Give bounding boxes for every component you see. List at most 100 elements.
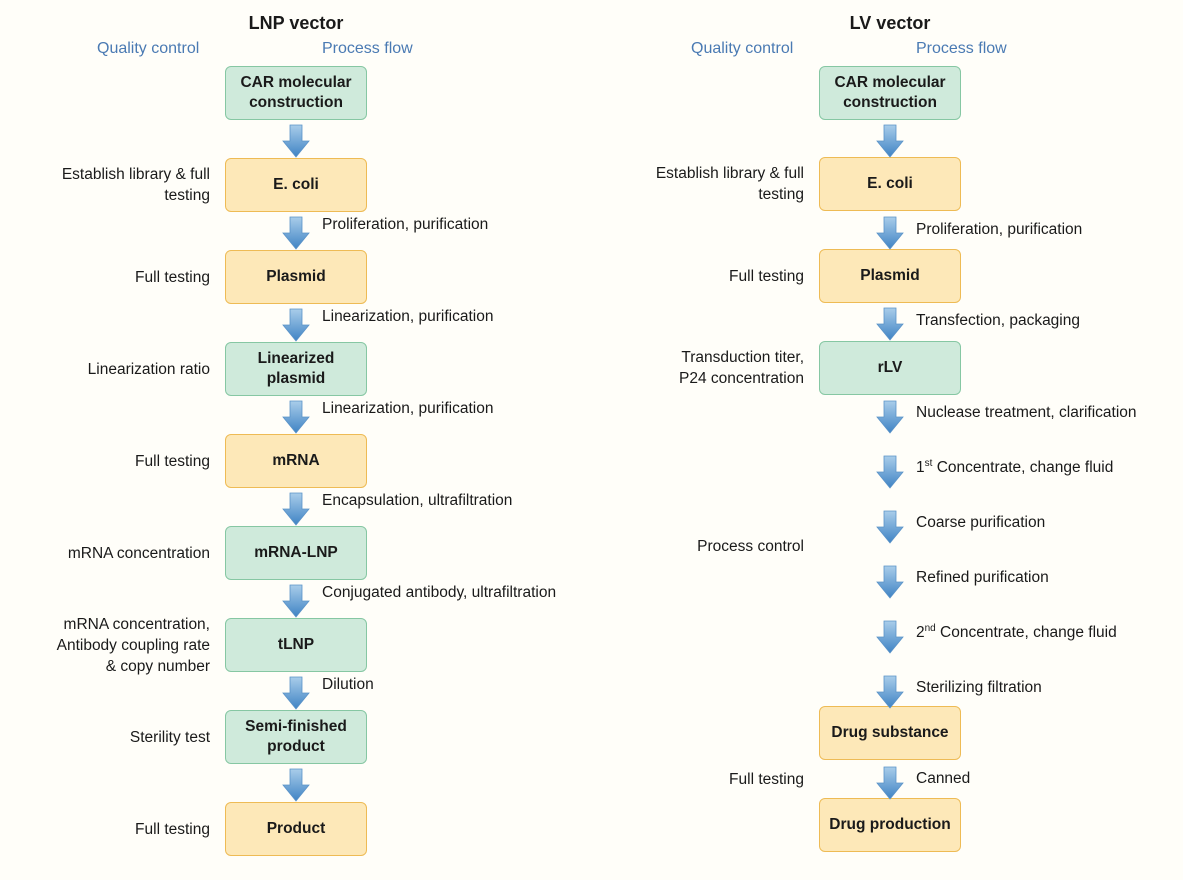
lv-arrow-5 bbox=[876, 510, 904, 544]
down-arrow-icon bbox=[282, 308, 310, 342]
text-line: Sterility test bbox=[129, 728, 210, 746]
lv-arrow-8 bbox=[876, 675, 904, 709]
lnp-qc-3: Full testing bbox=[10, 434, 210, 488]
lv-step-2: Transfection, packaging bbox=[916, 311, 1080, 331]
lnp-step-5: Conjugated antibody, ultrafiltration bbox=[322, 584, 557, 601]
lv-arrow-7 bbox=[876, 620, 904, 654]
step-text: Refined purification bbox=[916, 569, 1049, 586]
lnp-qc-5: mRNA concentration,Antibody coupling rat… bbox=[10, 616, 210, 675]
lnp-qc-7: Full testing bbox=[10, 802, 210, 856]
lnp-arrow-6 bbox=[282, 676, 310, 710]
lnp-box-2: Plasmid bbox=[225, 250, 367, 304]
step-ordinal: st bbox=[924, 457, 933, 469]
lv-qc-header: Quality control bbox=[691, 40, 794, 57]
lnp-box-2-label: Plasmid bbox=[266, 267, 325, 287]
lnp-title: LNP vector bbox=[248, 13, 344, 33]
lv-title: LV vector bbox=[849, 13, 931, 33]
lnp-step-4: Encapsulation, ultrafiltration bbox=[322, 492, 513, 509]
lv-box-1: E. coli bbox=[819, 157, 961, 211]
step-text: 1 bbox=[916, 459, 925, 476]
lnp-arrow-7 bbox=[282, 768, 310, 802]
text-line: testing bbox=[164, 187, 210, 204]
lv-box-2: Plasmid bbox=[819, 249, 961, 303]
lv-arrow-3 bbox=[876, 400, 904, 434]
lnp-arrow-4 bbox=[282, 492, 310, 526]
text-line: testing bbox=[758, 186, 804, 203]
label-line: construction bbox=[249, 94, 343, 111]
down-arrow-icon bbox=[876, 620, 904, 654]
lv-qc-3: Process control bbox=[604, 519, 804, 573]
lnp-box-1-label: E. coli bbox=[273, 175, 319, 195]
down-arrow-icon bbox=[282, 216, 310, 250]
lv-box-4: Drug substance bbox=[819, 706, 961, 760]
step-text: Sterilizing filtration bbox=[916, 679, 1042, 696]
step-text: Coarse purification bbox=[916, 514, 1046, 531]
lv-arrow-2 bbox=[876, 307, 904, 341]
lnp-box-7-label: Semi-finished product bbox=[245, 717, 347, 757]
down-arrow-icon bbox=[876, 307, 904, 341]
lnp-box-7: Semi-finished product bbox=[225, 710, 367, 764]
lv-step-9: Canned bbox=[916, 769, 970, 789]
lv-qc-1: Full testing bbox=[604, 249, 804, 303]
lv-qc-2: Transduction titer,P24 concentration bbox=[604, 341, 804, 395]
label-line: Linearized bbox=[257, 350, 335, 367]
down-arrow-icon bbox=[876, 766, 904, 800]
lnp-qc-4: mRNA concentration bbox=[10, 526, 210, 580]
lv-box-4-label: Drug substance bbox=[831, 723, 948, 743]
text-line: Full testing bbox=[135, 820, 210, 838]
lnp-qc-0: Establish library & full testing bbox=[10, 158, 210, 212]
down-arrow-icon bbox=[282, 124, 310, 158]
step-text: Proliferation, purification bbox=[916, 221, 1083, 238]
down-arrow-icon bbox=[876, 565, 904, 599]
label-line: E. coli bbox=[867, 175, 913, 192]
down-arrow-icon bbox=[876, 675, 904, 709]
label-line: product bbox=[267, 738, 325, 755]
down-arrow-icon bbox=[282, 768, 310, 802]
text-line: & copy number bbox=[105, 657, 210, 675]
label-line: plasmid bbox=[266, 370, 326, 387]
lnp-arrow-1 bbox=[282, 216, 310, 250]
down-arrow-icon bbox=[282, 676, 310, 710]
label-line: construction bbox=[843, 94, 937, 111]
lnp-box-4-label: mRNA bbox=[272, 451, 319, 471]
text-line: Full testing bbox=[729, 770, 804, 788]
label-line: Product bbox=[266, 820, 326, 837]
lv-step-3: Nuclease treatment, clarification bbox=[916, 403, 1137, 423]
text-line: Antibody coupling rate bbox=[56, 636, 210, 654]
text-line: Full testing bbox=[135, 268, 210, 286]
lv-box-3: rLV bbox=[819, 341, 961, 395]
text-line: mRNA concentration bbox=[67, 544, 210, 562]
text-line: Establish library & full bbox=[61, 166, 210, 183]
label-line: E. coli bbox=[273, 176, 319, 193]
lv-box-5: Drug production bbox=[819, 798, 961, 852]
text-line: Full testing bbox=[135, 452, 210, 470]
lv-box-5-label: Drug production bbox=[829, 815, 950, 835]
lv-box-3-label: rLV bbox=[878, 358, 903, 378]
label-line: Semi-finished bbox=[245, 718, 347, 735]
lnp-box-6-label: tLNP bbox=[278, 635, 314, 655]
lv-step-6: Refined purification bbox=[916, 568, 1049, 588]
lnp-box-8: Product bbox=[225, 802, 367, 856]
lnp-qc-header: Quality control bbox=[97, 40, 200, 57]
lnp-pf-header: Process flow bbox=[322, 40, 413, 57]
lnp-arrow-0 bbox=[282, 124, 310, 158]
label-line: Plasmid bbox=[266, 268, 326, 285]
lnp-arrow-2 bbox=[282, 308, 310, 342]
down-arrow-icon bbox=[876, 124, 904, 158]
step-text-rest: Concentrate, change fluid bbox=[935, 624, 1117, 641]
down-arrow-icon bbox=[876, 400, 904, 434]
step-text: Nuclease treatment, clarification bbox=[916, 404, 1137, 421]
label-line: rLV bbox=[877, 359, 903, 376]
lnp-step-2: Linearization, purification bbox=[322, 308, 494, 325]
label-line: Plasmid bbox=[860, 267, 920, 284]
lv-step-7: 2nd Concentrate, change fluid bbox=[916, 623, 1117, 643]
text-line: Process control bbox=[697, 537, 804, 555]
text-line: Linearization ratio bbox=[87, 360, 210, 378]
text-line: Transduction titer, bbox=[681, 349, 804, 366]
lv-step-4: 1st Concentrate, change fluid bbox=[916, 458, 1113, 478]
step-text-rest: Concentrate, change fluid bbox=[932, 459, 1114, 476]
lv-arrow-6 bbox=[876, 565, 904, 599]
